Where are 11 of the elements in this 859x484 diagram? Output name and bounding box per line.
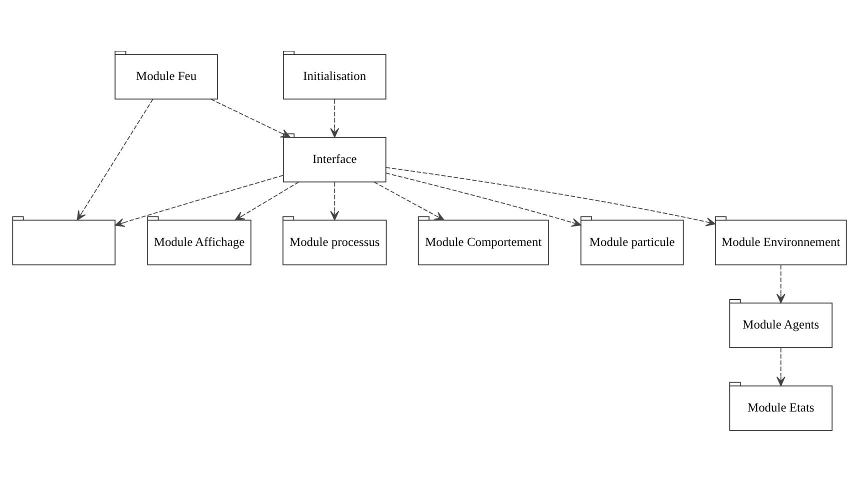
arrow (234, 181, 300, 220)
arrow (386, 172, 582, 226)
arrow (776, 347, 786, 386)
arrow (374, 181, 444, 220)
arrow (330, 98, 340, 138)
arrow (385, 166, 716, 226)
arrow (330, 181, 340, 220)
arrow (776, 264, 786, 303)
arrow (76, 98, 154, 220)
arrow (210, 98, 290, 138)
arrow (114, 174, 284, 226)
